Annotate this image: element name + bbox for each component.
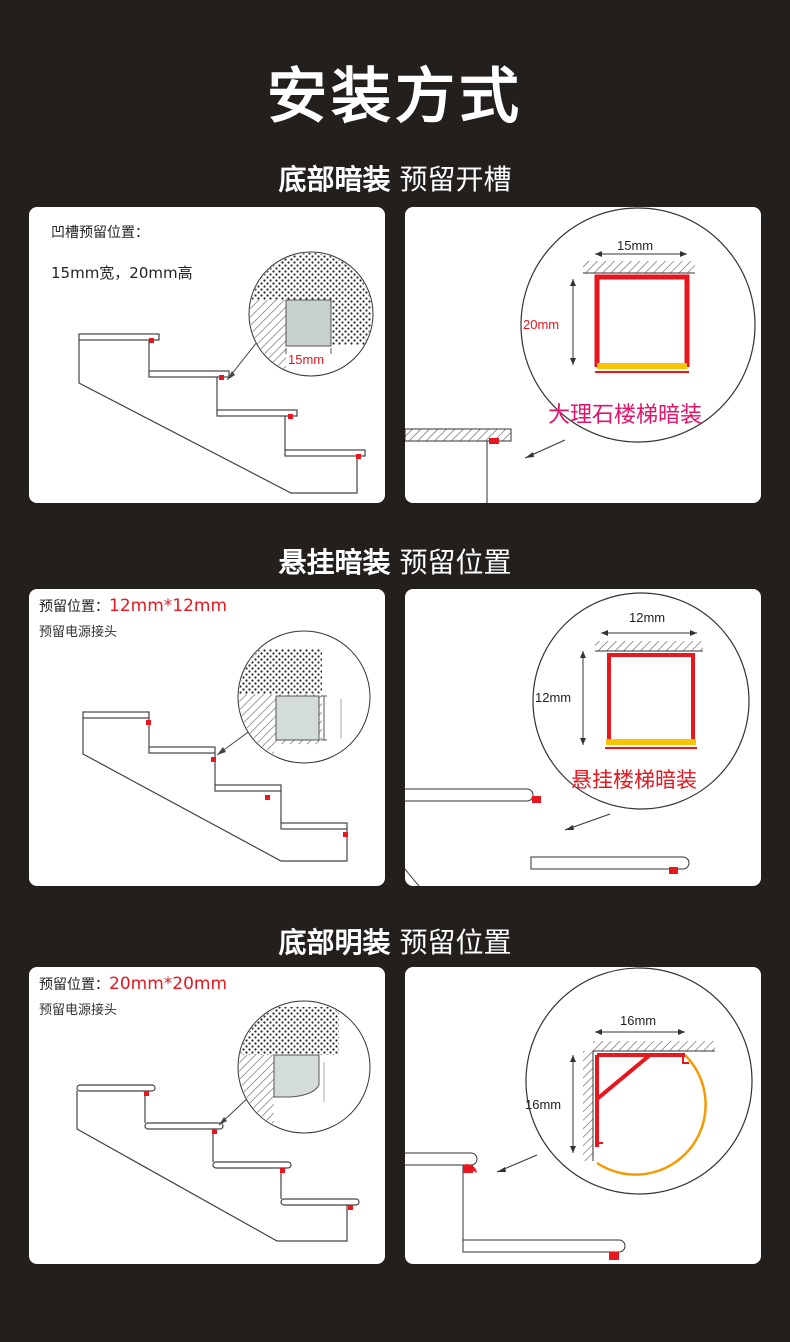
power-note-3: 预留电源接头 [39,1003,118,1018]
surface-height-label: 16mm [525,1097,562,1112]
section-title-bottom-surface: 底部明装 预留位置 [278,926,512,959]
panel-surface-stairs: 预留位置：20mm*20mm 预留电源接头 [29,967,385,1264]
hanging-profile-diagram [405,592,750,886]
page-title: 安装方式 [267,62,523,132]
panel-marble-stairs: 15mm 20mm 大理石楼梯暗装 [405,207,761,503]
stairs-diagram-2 [82,630,371,862]
hanging-caption: 悬挂楼梯暗装 [571,768,697,792]
hanging-width-label: 12mm [629,610,666,625]
reserve-note: 预留位置：12mm*12mm [39,596,228,616]
hanging-height-label: 12mm [535,690,572,705]
surface-profile-diagram [405,967,753,1260]
power-note: 预留电源接头 [39,625,118,640]
groove-width-label: 15mm [288,352,325,367]
reserve-note-3: 预留位置：20mm*20mm [39,974,228,994]
profile-width-label: 15mm [617,238,654,253]
panel-surface-profile: 16mm 16mm [405,967,761,1264]
groove-note-title: 凹槽预留位置： [51,225,149,241]
stairs-diagram-1 [78,251,374,494]
surface-width-label: 16mm [620,1013,657,1028]
panel-hanging-stairs: 预留位置：12mm*12mm 预留电源接头 [29,589,385,886]
section-title-bottom-hidden: 底部暗装 预留开槽 [278,163,512,196]
stairs-diagram-3 [76,1000,371,1242]
marble-caption: 大理石楼梯暗装 [548,403,703,428]
groove-note-size: 15mm宽，20mm高 [51,264,193,282]
section-title-hanging-hidden: 悬挂暗装 预留位置 [278,546,512,579]
profile-height-label: 20mm [523,317,560,332]
panel-bottom-hidden-stairs: 凹槽预留位置： 15mm宽，20mm高 [29,207,385,503]
marble-profile-diagram [405,207,756,503]
panel-hanging-profile: 12mm 12mm 悬挂楼梯暗装 [405,589,761,886]
